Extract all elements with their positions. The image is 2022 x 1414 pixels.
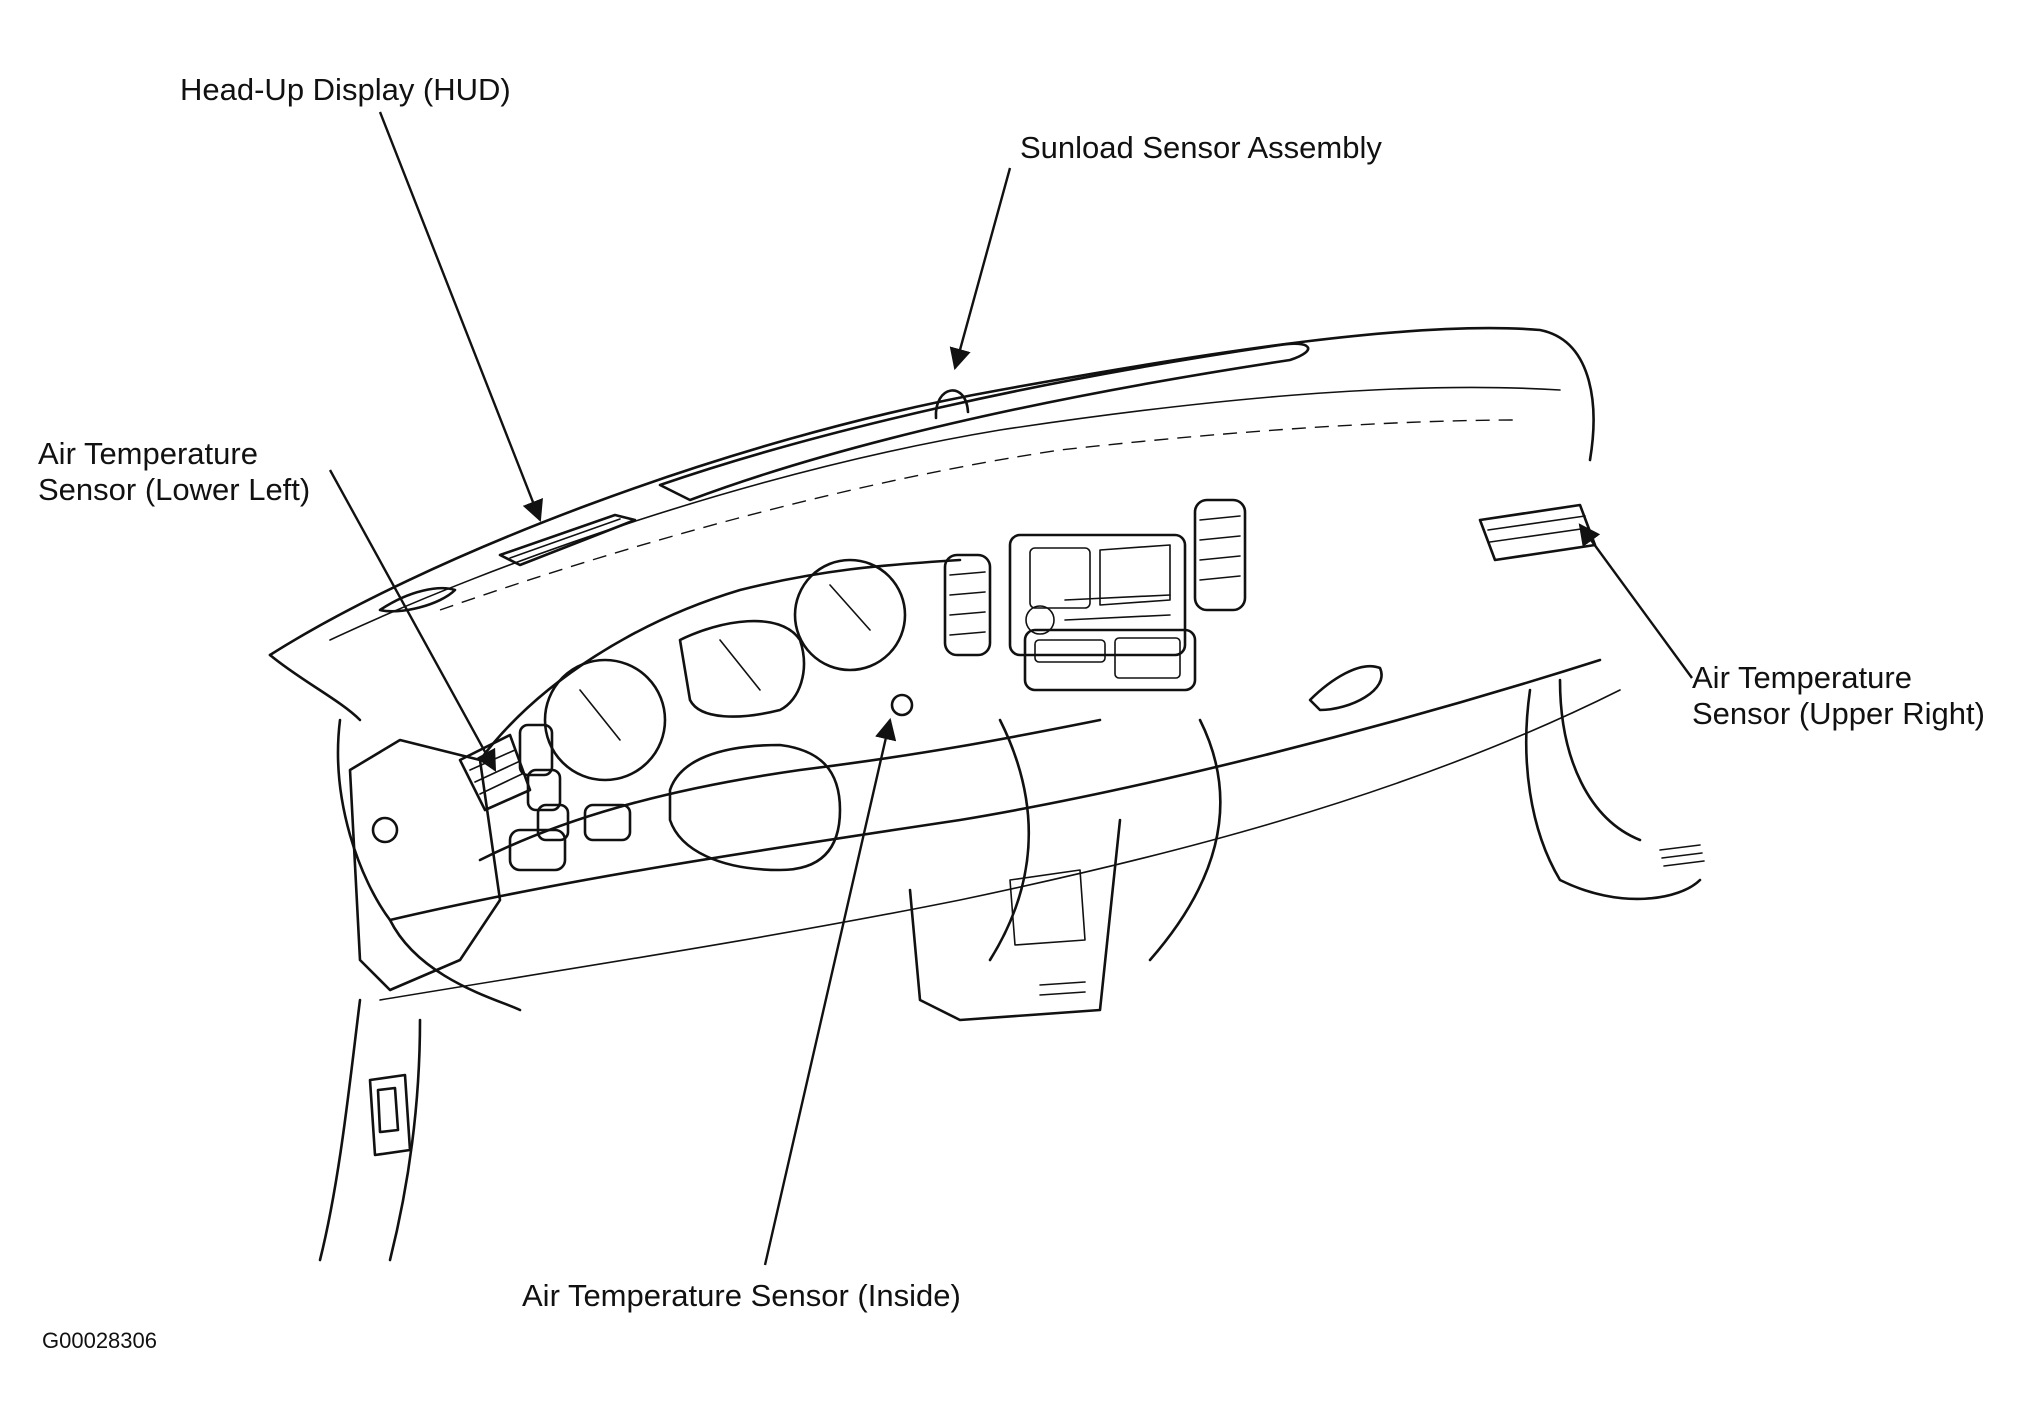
hud-callout-label: Head-Up Display (HUD): [180, 72, 511, 108]
lower-left-callout-label: Air Temperature Sensor (Lower Left): [38, 436, 310, 508]
sunload-sensor-dome: [934, 389, 970, 420]
lower-left-label-line1: Air Temperature: [38, 436, 258, 471]
sunload-callout-label: Sunload Sensor Assembly: [1020, 130, 1382, 166]
upper-right-label-line2: Sensor (Upper Right): [1692, 696, 1985, 731]
sunload-leader: [949, 167, 1012, 371]
inside-label: Air Temperature Sensor (Inside): [522, 1278, 961, 1313]
inside-leader: [763, 717, 897, 1266]
hud-label: Head-Up Display (HUD): [180, 72, 511, 107]
figure-id: G00028306: [42, 1328, 157, 1353]
leader-lines: [328, 111, 1693, 1266]
inside-callout-label: Air Temperature Sensor (Inside): [522, 1278, 961, 1314]
hud-window: [498, 513, 637, 567]
dash-top: [268, 326, 1595, 722]
lower-left-label-line2: Sensor (Lower Left): [38, 472, 311, 507]
passenger-side: [1308, 503, 1705, 901]
upper-right-callout-label: Air Temperature Sensor (Upper Right): [1692, 660, 1985, 732]
sunload-label: Sunload Sensor Assembly: [1020, 130, 1382, 165]
hud-leader: [378, 111, 543, 523]
left-pillar: [318, 998, 422, 1262]
inside-air-temperature-sensor: [890, 693, 914, 717]
lower-left-leader: [328, 469, 497, 772]
lower-dash: [336, 658, 1621, 1012]
instrument-cluster: [478, 558, 962, 872]
upper-right-label-line1: Air Temperature: [1692, 660, 1912, 695]
upper-right-leader: [1578, 523, 1693, 679]
center-stack: [908, 498, 1247, 1022]
